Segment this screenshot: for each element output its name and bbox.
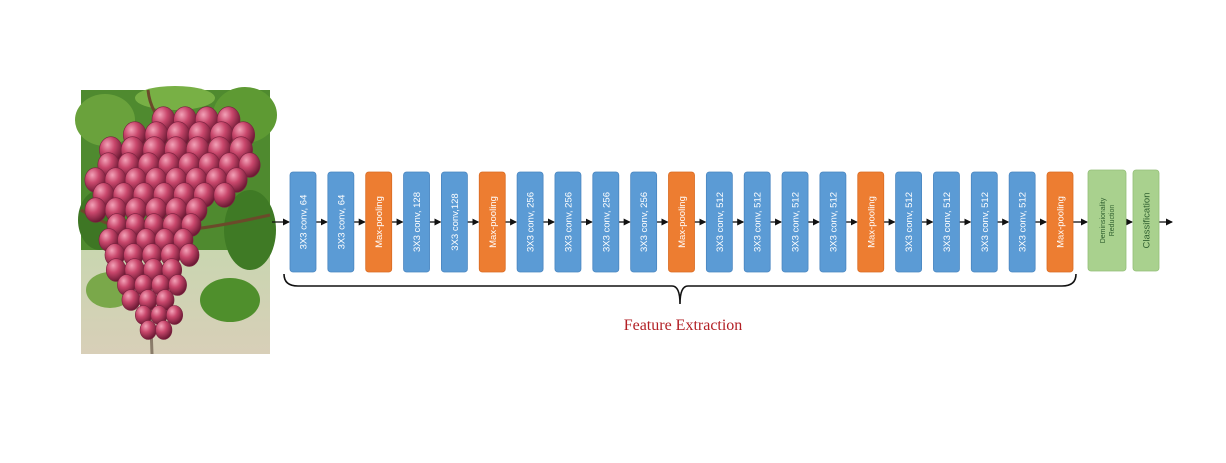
conv-layer: 3X3 conv, 256 xyxy=(554,171,582,273)
layer-label: 3X3 conv, 256 xyxy=(526,192,537,252)
conv-box xyxy=(630,171,658,273)
layer-label: 3X3 conv, 512 xyxy=(791,192,802,252)
feature-extraction-brace xyxy=(283,273,1077,305)
classification-layer: Classification xyxy=(1132,169,1160,272)
layer-label: 3X3 conv, 512 xyxy=(942,192,953,252)
conv-box xyxy=(592,171,620,273)
conv-layer: 3X3 conv, 512 xyxy=(1008,171,1036,273)
layer-label: 3X3 conv, 256 xyxy=(563,192,574,252)
layer-label: 3X3 conv, 64 xyxy=(299,195,310,250)
pool-box xyxy=(365,171,393,273)
input-grape-image xyxy=(75,86,277,355)
conv-box xyxy=(743,171,771,273)
conv-box xyxy=(516,171,544,273)
conv-layer: 3X3 conv, 256 xyxy=(592,171,620,273)
grape-bunch xyxy=(84,106,261,340)
layer-label: 3X3 conv,128 xyxy=(450,193,461,250)
head-box xyxy=(1087,169,1127,272)
grape-berry xyxy=(179,243,200,267)
max-pooling-layer: Max-pooling xyxy=(478,171,506,273)
layer-label: 3X3 conv, 512 xyxy=(715,192,726,252)
grape-berry xyxy=(168,274,187,296)
pool-box xyxy=(1046,171,1074,273)
conv-layer: 3X3 conv, 512 xyxy=(895,171,922,273)
head-label: Deminsionality xyxy=(1100,197,1107,243)
layer-label: 3X3 conv, 512 xyxy=(980,192,991,252)
conv-layer: 3X3 conv, 512 xyxy=(970,171,998,273)
pool-box xyxy=(857,171,885,273)
grape-berry xyxy=(213,182,236,208)
conv-layer: 3X3 conv, 512 xyxy=(743,171,771,273)
layer-label: 3X3 conv, 128 xyxy=(412,192,423,252)
grape-berry xyxy=(139,320,157,340)
layer-label: 3X3 conv, 256 xyxy=(601,192,612,252)
grape-berry xyxy=(166,305,184,325)
conv-box xyxy=(819,171,847,273)
conv-box xyxy=(440,171,468,273)
layer-label: 3X3 conv, 512 xyxy=(753,192,764,252)
conv-layer: 3X3 conv,128 xyxy=(440,171,468,273)
conv-box xyxy=(1008,171,1036,273)
conv-layer: 3X3 conv, 512 xyxy=(705,171,733,273)
feature-extraction-caption: Feature Extraction xyxy=(624,317,743,334)
grape-berry xyxy=(84,197,107,223)
layer-label: 3X3 conv, 512 xyxy=(1018,192,1029,252)
conv-layer: 3X3 conv, 512 xyxy=(933,171,960,273)
layer-label: Max-pooling xyxy=(1056,196,1067,248)
conv-box xyxy=(781,171,809,273)
conv-box xyxy=(895,171,922,273)
conv-layer: 3X3 conv, 64 xyxy=(289,171,317,273)
max-pooling-layer: Max-pooling xyxy=(857,171,885,273)
layer-label: Max-pooling xyxy=(866,196,877,248)
conv-layer: 3X3 conv, 256 xyxy=(516,171,544,273)
max-pooling-layer: Max-pooling xyxy=(365,171,393,273)
conv-layer: 3X3 conv, 64 xyxy=(327,171,355,273)
layer-label: 3X3 conv, 512 xyxy=(828,192,839,252)
layer-label: Max-pooling xyxy=(488,196,499,248)
conv-layer: 3X3 conv, 128 xyxy=(403,171,430,273)
head-label: Reduction xyxy=(1109,205,1116,237)
layer-label: 3X3 conv, 256 xyxy=(639,192,650,252)
head-label: Classification xyxy=(1141,193,1152,249)
max-pooling-layer: Max-pooling xyxy=(668,171,695,273)
max-pooling-layer: Max-pooling xyxy=(1046,171,1074,273)
conv-box xyxy=(403,171,430,273)
layer-label: Max-pooling xyxy=(374,196,385,248)
head-box xyxy=(1132,169,1160,272)
layer-label: 3X3 conv, 512 xyxy=(904,192,915,252)
grape-berry xyxy=(155,320,173,340)
grape-berry xyxy=(121,289,141,311)
pool-box xyxy=(668,171,695,273)
feature-layers: 3X3 conv, 64 3X3 conv, 64 Max-pooling 3X3 c… xyxy=(289,171,1074,273)
conv-layer: 3X3 conv, 256 xyxy=(630,171,658,273)
pool-box xyxy=(478,171,506,273)
conv-box xyxy=(289,171,317,273)
layer-label: Max-pooling xyxy=(677,196,688,248)
conv-box xyxy=(554,171,582,273)
conv-box xyxy=(933,171,960,273)
conv-box xyxy=(705,171,733,273)
conv-box xyxy=(970,171,998,273)
layer-label: 3X3 conv, 64 xyxy=(336,195,347,250)
conv-layer: 3X3 conv, 512 xyxy=(819,171,847,273)
conv-box xyxy=(327,171,355,273)
conv-layer: 3X3 conv, 512 xyxy=(781,171,809,273)
